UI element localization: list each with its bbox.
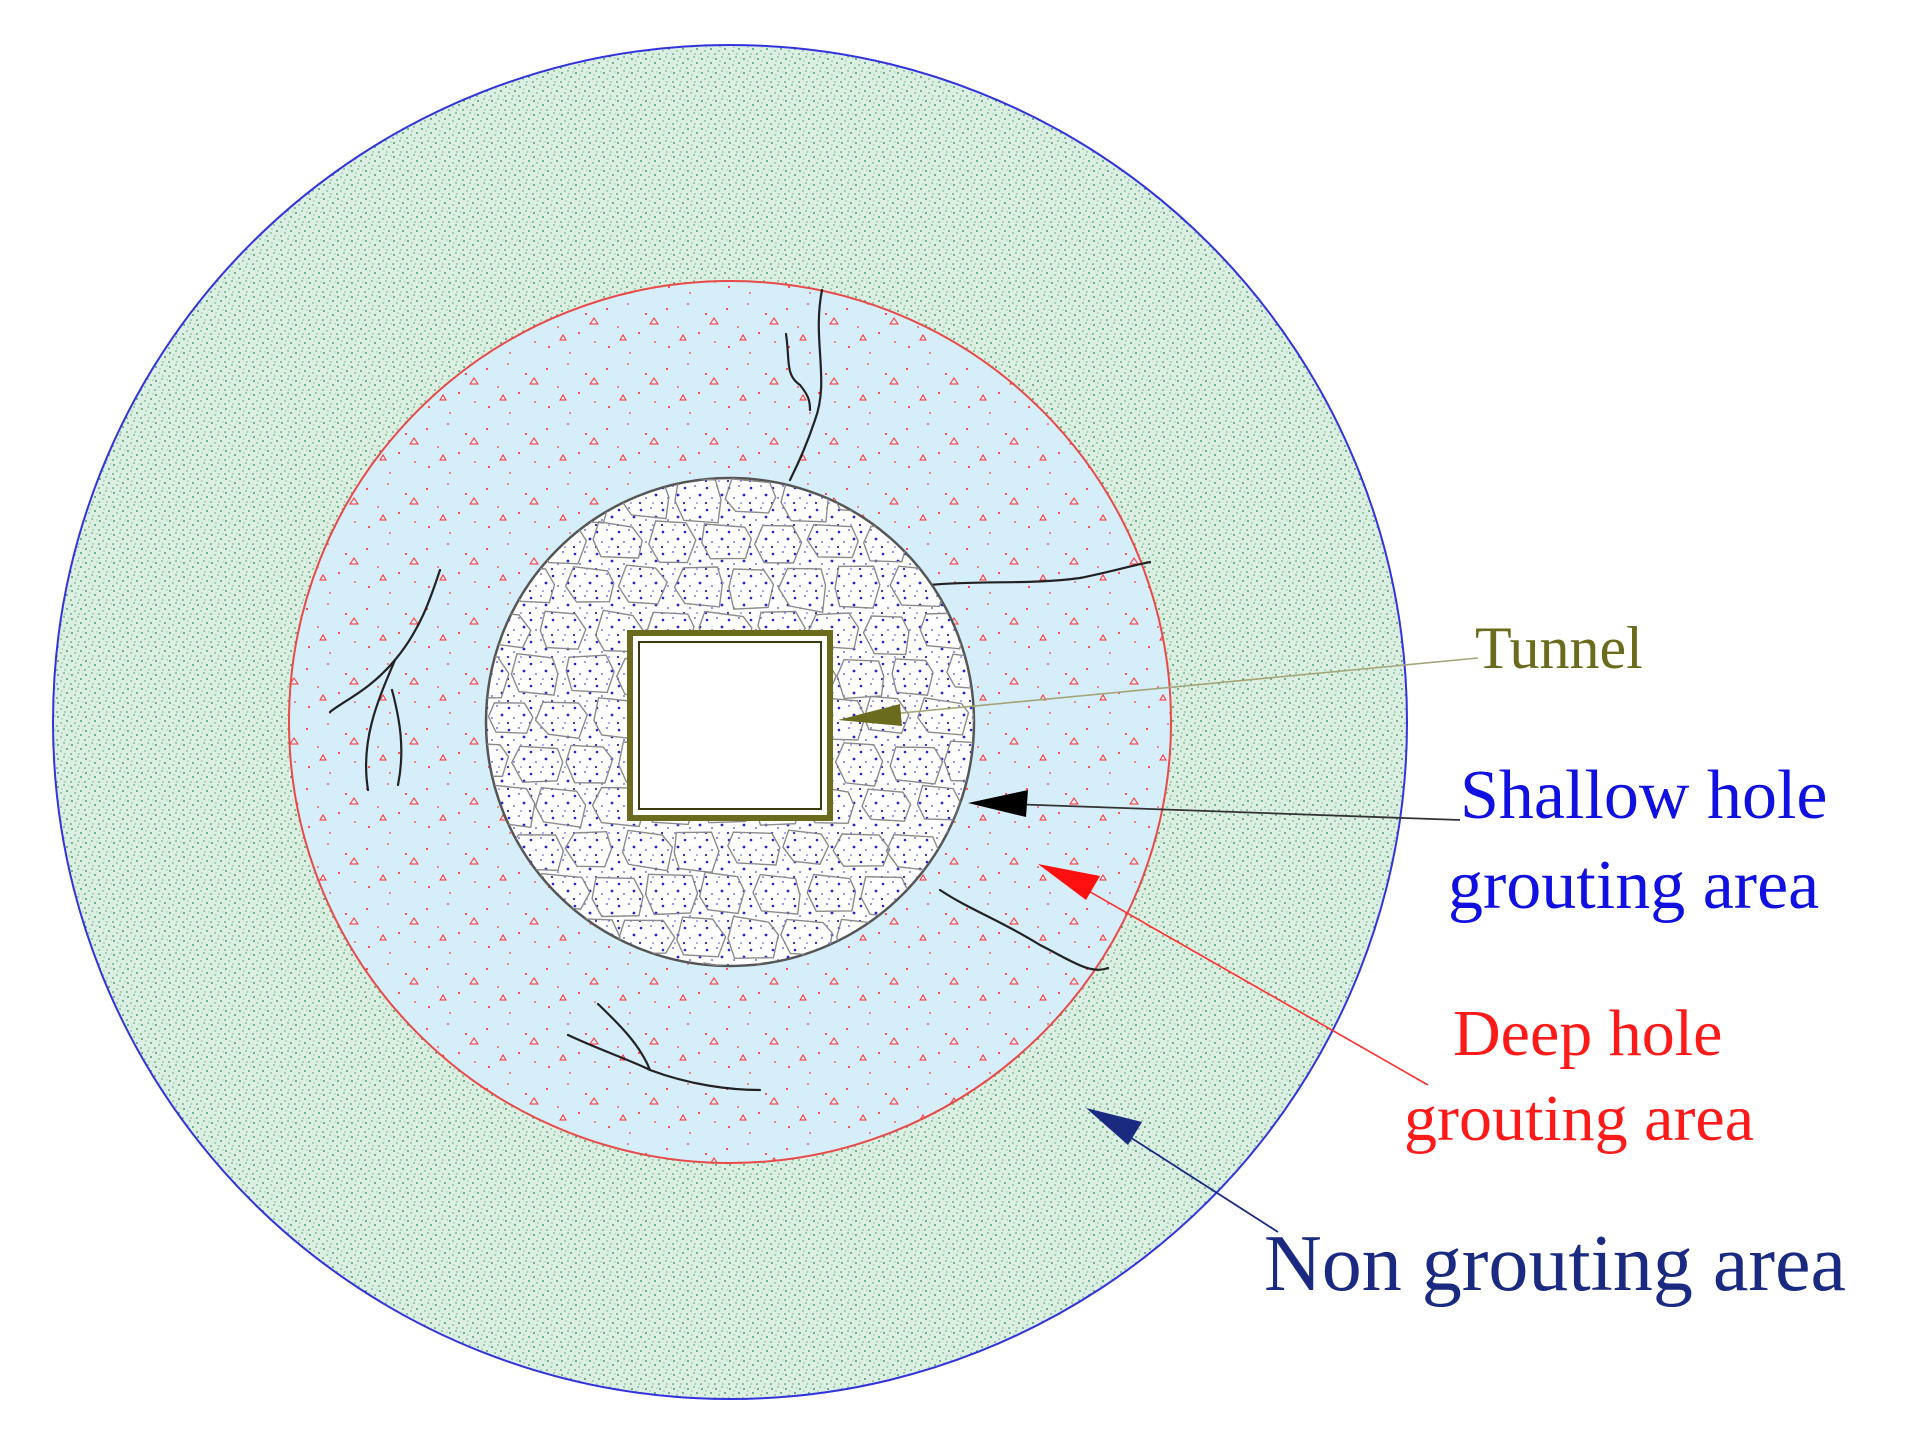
cobble-cell <box>836 658 885 700</box>
cobble-cell <box>752 873 801 915</box>
tunnel-inner-border <box>638 641 822 810</box>
cobble-cell <box>591 876 644 918</box>
cobble-cell <box>698 871 746 915</box>
shallow-label-line2: grouting area <box>1448 847 1819 924</box>
deep-arrowhead <box>1038 864 1100 900</box>
cobble-cell <box>511 745 564 784</box>
cobble-cell <box>564 565 615 603</box>
cobble-cell <box>674 478 722 524</box>
cobble-cell <box>644 873 699 916</box>
cobble-cell <box>832 833 891 867</box>
cobble-cell <box>564 830 613 868</box>
non-grouting-label: Non grouting area <box>1264 1220 1846 1308</box>
cobble-cell <box>727 915 780 960</box>
tunnel-label: Tunnel <box>1475 615 1643 681</box>
cobble-cell <box>946 653 974 691</box>
cobble-cell <box>753 524 803 564</box>
cobble-cell <box>592 520 643 559</box>
cobble-cell <box>971 699 974 737</box>
shallow-label-line1: Shallow hole <box>1460 757 1827 834</box>
cobble-cell <box>539 610 587 650</box>
cobble-cell <box>487 702 534 734</box>
shallow-leader-line <box>1009 803 1461 821</box>
cobble-cell <box>534 786 587 828</box>
cobble-cell <box>673 566 724 608</box>
deep-label-line2: grouting area <box>1404 1082 1754 1155</box>
cobble-cell <box>621 829 674 872</box>
cobble-cell <box>861 788 912 822</box>
shallow-arrowhead <box>968 790 1028 817</box>
cobble-cell <box>486 654 510 699</box>
cobble-cell <box>618 919 676 955</box>
cobble-cell <box>777 567 827 614</box>
non-grouting-leader-line <box>1121 1131 1279 1233</box>
cobble-cell <box>673 831 720 874</box>
cobble-cell <box>565 654 615 694</box>
cobble-cell <box>834 742 884 787</box>
cobble-cell <box>917 697 970 736</box>
cobble-cell <box>834 565 881 609</box>
cobble-cell <box>486 784 536 829</box>
cobble-cell <box>889 746 944 785</box>
cobble-cell <box>676 916 727 958</box>
cobble-cell <box>862 615 910 656</box>
cobble-cell <box>617 564 669 605</box>
cobble-cell <box>806 523 859 559</box>
cobble-cell <box>782 829 830 865</box>
cobble-cell <box>806 873 857 913</box>
cobble-cell <box>486 742 510 778</box>
rock-cracks <box>328 288 1152 1092</box>
non-grouting-arrowhead <box>1086 1108 1142 1145</box>
cobble-cell <box>727 831 781 866</box>
cobble-cell <box>728 568 775 610</box>
cobble-cell <box>701 523 753 560</box>
cobble-cell <box>724 478 777 514</box>
tunnel-arrowhead <box>838 704 902 726</box>
deep-label-line1: Deep hole <box>1453 997 1722 1070</box>
deep-leader-line <box>1077 884 1429 1086</box>
cobble-cell <box>648 520 697 564</box>
cobble-cell <box>891 658 934 696</box>
cobble-cell <box>565 744 614 784</box>
cobble-cell <box>534 701 589 740</box>
cobble-cell <box>943 740 974 783</box>
tunnel-leader-line <box>879 657 1479 716</box>
cobble-cell <box>510 652 559 696</box>
